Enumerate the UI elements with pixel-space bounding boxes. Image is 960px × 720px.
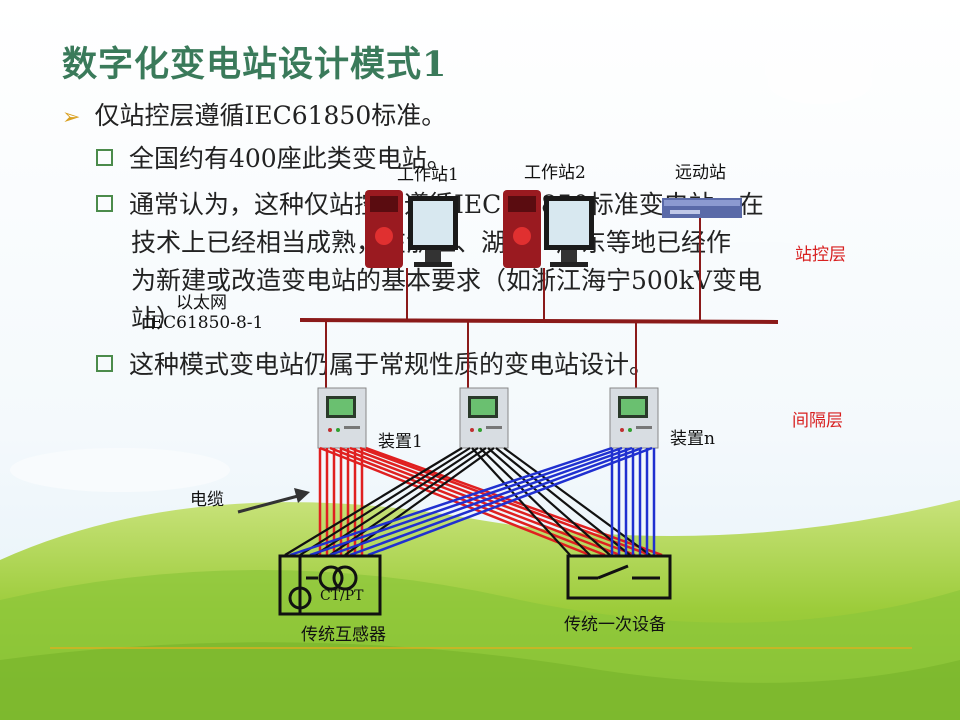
sub-bullet-3: 这种模式变电站仍属于常规性质的变电站设计。 [96,346,654,384]
workstation-2-icon [503,190,594,268]
sub-bullet-2-line: 站） [131,304,182,333]
device-1-icon [317,387,367,449]
cable-label: 电缆 [190,490,224,510]
arrow-bullet-icon: ➢ [62,105,81,130]
checkbox-bullet-icon [96,195,113,212]
ethernet-bus [299,318,779,324]
main-bullet-text: 仅站控层遵循IEC61850标准。 [94,101,447,130]
station-layer-label: 站控层 [795,245,846,265]
traditional-primary-equipment-label: 传统一次设备 [564,615,666,635]
page-title: 数字化变电站设计模式1 [62,44,448,85]
bay-layer-label: 间隔层 [792,411,843,431]
ct-pt-transformer-icon [278,554,382,616]
cable-bundle-devicen [289,446,656,557]
cloud-right [765,43,873,104]
checkbox-bullet-icon [96,355,113,372]
cable-arrow-icon [237,488,310,514]
device-n-icon [609,387,659,449]
remote-station-label: 远动站 [675,163,726,183]
primary-equipment-switch-icon [566,554,672,600]
device-2-icon [459,387,509,449]
sub-bullet-1: 全国约有400座此类变电站。 [96,140,452,178]
remote-station-icon [662,198,742,218]
device-n-label: 装置n [670,429,715,449]
iec-standard-label: IEC61850-8-1 [144,313,264,333]
ethernet-label: 以太网 [176,293,227,313]
main-bullet: ➢ 仅站控层遵循IEC61850标准。 [62,96,446,132]
traditional-transformer-label: 传统互感器 [301,625,386,645]
sub-bullet-3-text: 这种模式变电站仍属于常规性质的变电站设计。 [129,350,655,379]
ctpt-label: CT/PT [320,588,364,604]
workstation-1-icon [365,190,458,268]
device-1-label: 装置1 [378,432,423,452]
workstation-2-label: 工作站2 [524,163,586,183]
sub-bullet-1-text: 全国约有400座此类变电站。 [129,144,452,173]
checkbox-bullet-icon [96,149,113,166]
sub-bullet-2-line: 为新建或改造变电站的基本要求（如浙江海宁500kV变电 [131,266,762,295]
workstation-1-label: 工作站1 [397,165,459,185]
